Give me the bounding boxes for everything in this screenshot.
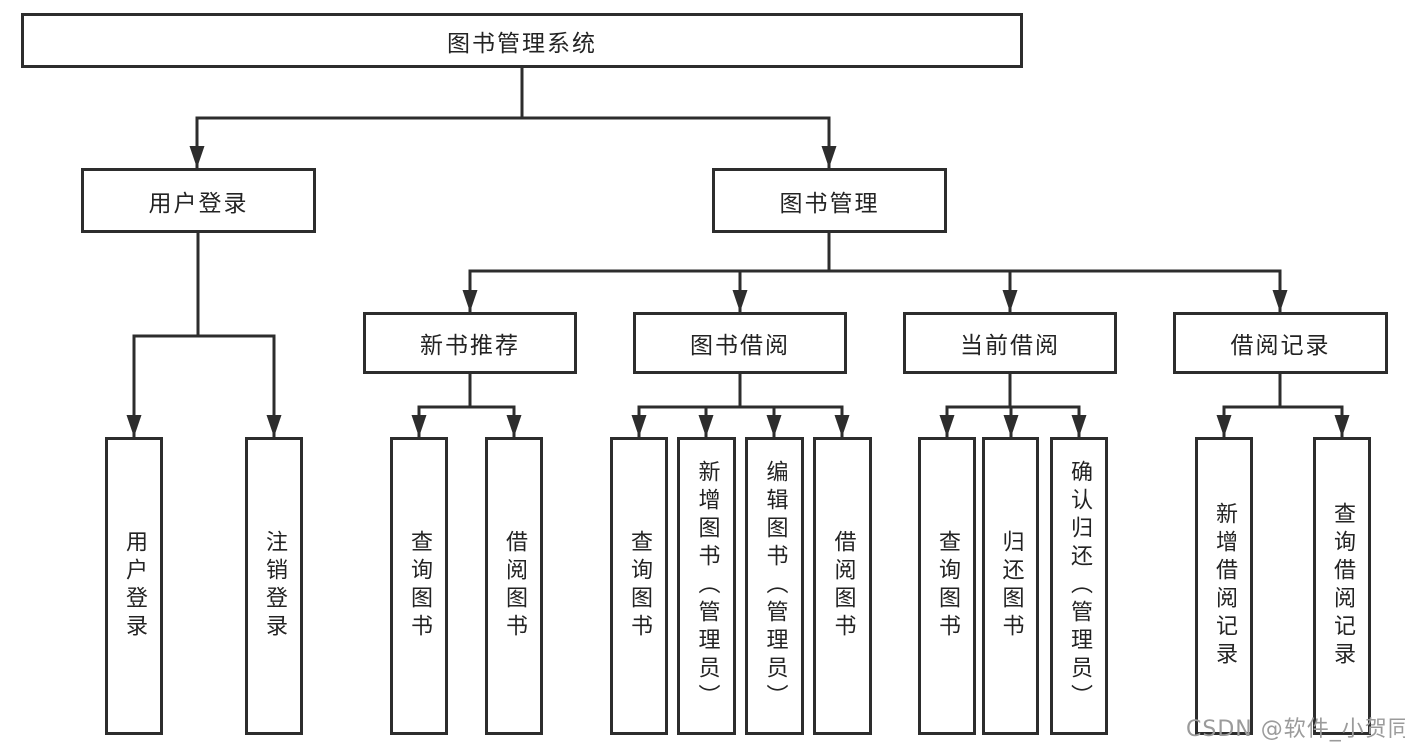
node-label: 新增图书（管理员）: [694, 460, 720, 712]
node-label: 查询图书: [627, 530, 652, 642]
csdn-watermark: CSDN @软件_小贺同学: [1186, 717, 1405, 742]
node-br-add-record: 新增借阅记录: [1195, 437, 1253, 735]
node-label: 查询图书: [935, 530, 960, 642]
node-new-book-recommend: 新书推荐: [363, 312, 577, 374]
node-system-root: 图书管理系统: [21, 13, 1023, 68]
node-cb-confirm-return-admin: 确认归还（管理员）: [1050, 437, 1108, 735]
node-borrowing-records: 借阅记录: [1173, 312, 1388, 374]
node-nbr-query-books: 查询图书: [390, 437, 448, 735]
node-label: 借阅记录: [1230, 333, 1331, 359]
node-label: 编辑图书（管理员）: [762, 460, 788, 712]
node-current-borrowing: 当前借阅: [903, 312, 1117, 374]
node-label: 归还图书: [998, 530, 1024, 642]
node-label: 查询图书: [407, 530, 432, 642]
node-label: 借阅图书: [830, 530, 856, 642]
node-label: 图书管理: [779, 190, 880, 217]
node-book-borrowing: 图书借阅: [633, 312, 847, 374]
node-label: 查询借阅记录: [1330, 502, 1355, 670]
node-bb-edit-books-admin: 编辑图书（管理员）: [745, 437, 804, 735]
node-label: 用户登录: [122, 530, 147, 642]
node-label: 新增借阅记录: [1212, 502, 1237, 670]
node-logout-leaf: 注销登录: [245, 437, 303, 735]
node-bb-borrow-books: 借阅图书: [813, 437, 872, 735]
node-label: 借阅图书: [502, 530, 527, 642]
node-label: 确认归还（管理员）: [1067, 460, 1092, 712]
node-book-management: 图书管理: [712, 168, 947, 233]
node-label: 新书推荐: [420, 333, 520, 359]
node-login-leaf: 用户登录: [105, 437, 163, 735]
node-label: 当前借阅: [960, 333, 1060, 359]
node-bb-add-books-admin: 新增图书（管理员）: [677, 437, 736, 735]
node-label: 图书借阅: [690, 333, 790, 359]
node-nbr-borrow-books: 借阅图书: [485, 437, 543, 735]
node-label: 用户登录: [148, 190, 249, 217]
node-bb-query-books: 查询图书: [610, 437, 668, 735]
node-cb-return-books: 归还图书: [982, 437, 1039, 735]
node-label: 注销登录: [262, 530, 287, 642]
node-user-login: 用户登录: [81, 168, 316, 233]
node-br-query-record: 查询借阅记录: [1313, 437, 1371, 735]
node-cb-query-books: 查询图书: [918, 437, 976, 735]
node-label: 图书管理系统: [447, 30, 597, 57]
